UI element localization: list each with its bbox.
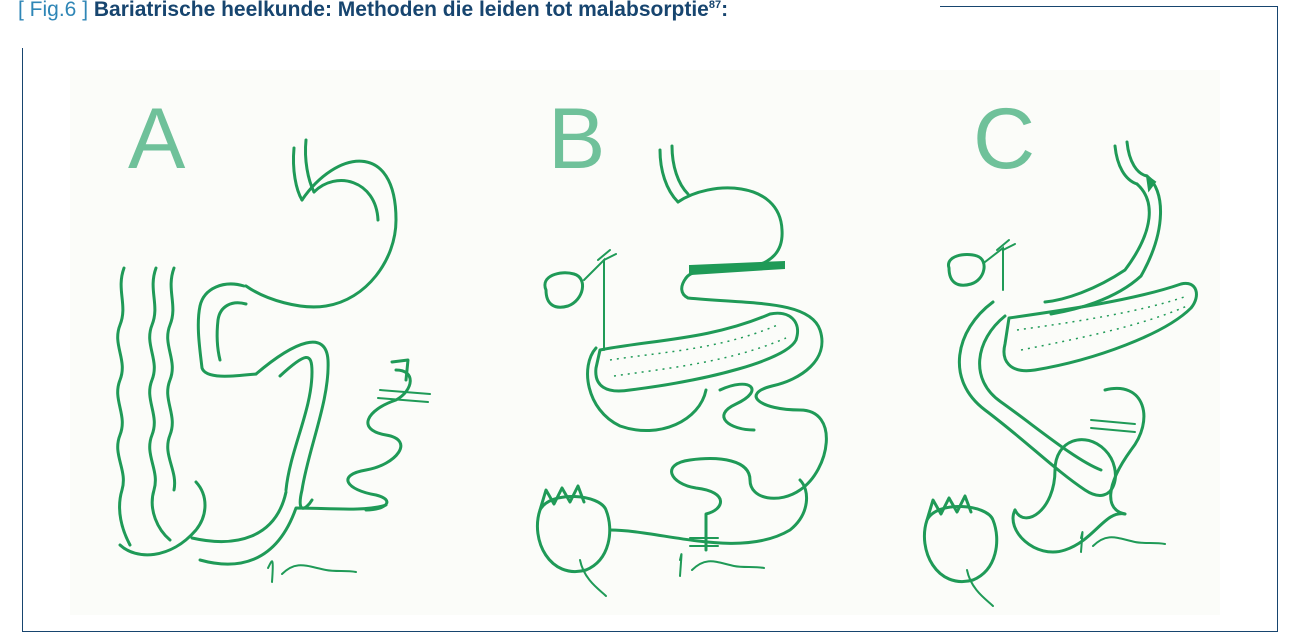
frame-left-line — [22, 48, 23, 631]
panel-c: C — [905, 90, 1265, 620]
anatomy-drawing-a — [96, 90, 456, 620]
anatomy-drawing-c — [905, 90, 1265, 620]
figure-reference: 87 — [709, 0, 721, 11]
panel-a: A — [96, 90, 456, 620]
frame-top-line — [940, 6, 1278, 7]
figure-title-suffix: : — [721, 0, 728, 21]
panel-b: B — [510, 90, 870, 620]
frame-right-line — [1277, 6, 1278, 631]
anatomy-drawing-b — [510, 90, 870, 620]
figure-number: [ Fig.6 ] — [18, 0, 88, 21]
figure-title: Bariatrische heelkunde: Methoden die lei… — [94, 0, 709, 21]
frame-bottom-line — [22, 631, 1278, 632]
figure-caption: [ Fig.6 ] Bariatrische heelkunde: Method… — [18, 0, 740, 22]
